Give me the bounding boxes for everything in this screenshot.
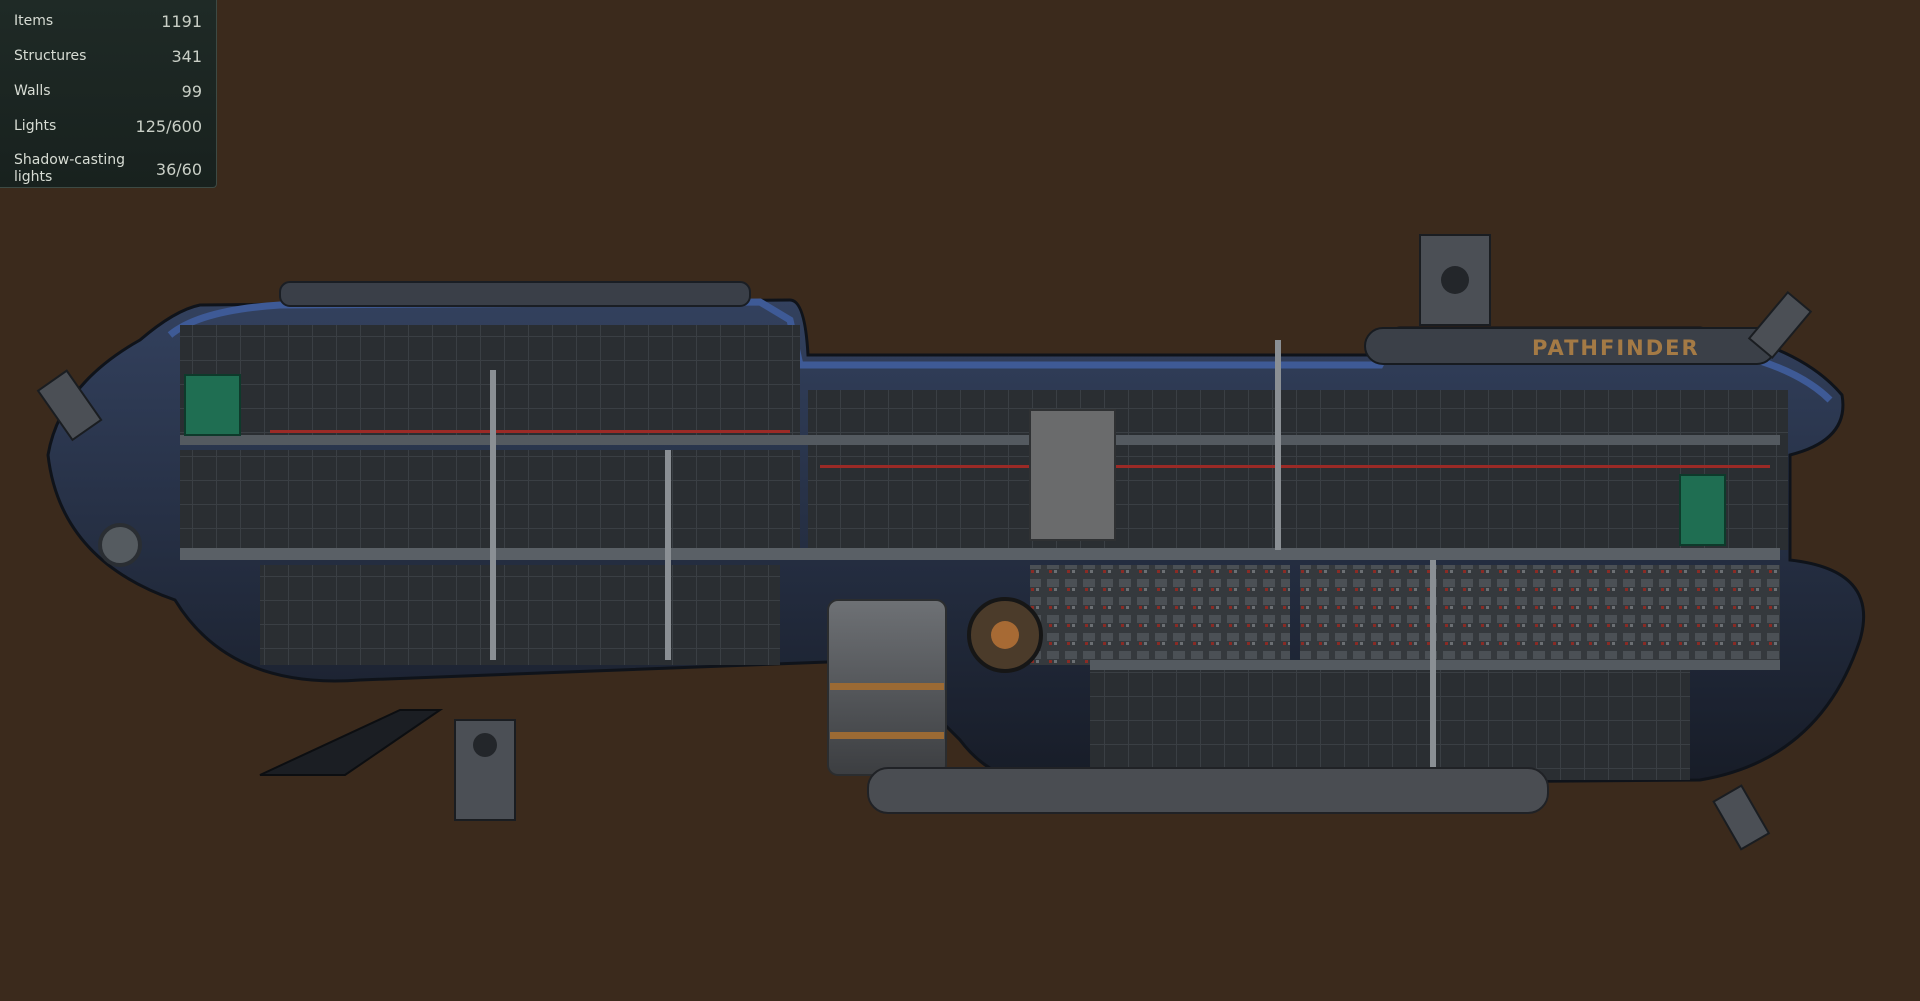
- stat-value: 36/60: [155, 159, 202, 179]
- lower-deck-left: [260, 565, 780, 665]
- stat-shadow-casting-lights: Shadow-casting lights 36/60: [14, 144, 202, 194]
- oxygen-tank-left: [184, 374, 241, 436]
- deck-floor-1: [180, 435, 1780, 445]
- cargo-pod-band-2: [830, 732, 944, 739]
- stat-lights: Lights 125/600: [14, 109, 202, 144]
- red-pipe-mid: [820, 465, 1770, 468]
- reactor-core: [1029, 409, 1116, 541]
- top-turret-core: [1441, 266, 1469, 294]
- stat-label: Shadow-casting lights: [14, 152, 126, 185]
- stat-walls: Walls 99: [14, 74, 202, 109]
- under-rail: [867, 767, 1549, 814]
- stat-value: 341: [171, 47, 202, 66]
- engine-room: [1030, 565, 1290, 665]
- top-right-turret: [1747, 290, 1813, 360]
- nose-turret: [36, 369, 103, 442]
- machinery-bay: [1300, 565, 1780, 660]
- ladder-2: [665, 450, 671, 660]
- ladder-1: [490, 370, 496, 660]
- mid-deck-right: [808, 390, 1788, 550]
- ladder-4: [1430, 560, 1436, 780]
- lower-deck-right: [1090, 670, 1690, 780]
- bottom-turret-core: [473, 733, 497, 757]
- stat-structures: Structures 341: [14, 39, 202, 74]
- stat-label: Walls: [14, 83, 51, 99]
- stat-label: Lights: [14, 118, 57, 134]
- stat-items: Items 1191: [14, 4, 202, 39]
- stat-value: 125/600: [135, 117, 202, 136]
- stat-label: Items: [14, 13, 54, 29]
- ship-name-label: PATHFINDER: [1532, 336, 1700, 360]
- rear-turret: [1712, 784, 1771, 851]
- top-deck-rail: [279, 281, 751, 307]
- cargo-pod-band-1: [830, 683, 944, 690]
- engine-propeller-inner: [991, 621, 1019, 649]
- red-pipe-upper: [270, 430, 790, 433]
- rear-fin: [259, 709, 444, 776]
- oxygen-tank-right: [1679, 474, 1726, 546]
- stat-value: 99: [181, 82, 202, 101]
- editor-stats-panel: Items 1191 Structures 341 Walls 99 Light…: [0, 0, 217, 188]
- stat-label: Structures: [14, 48, 87, 64]
- stat-value: 1191: [161, 12, 202, 31]
- nose-porthole: [98, 523, 142, 567]
- ladder-3: [1275, 340, 1281, 550]
- deck-floor-2: [180, 548, 1780, 560]
